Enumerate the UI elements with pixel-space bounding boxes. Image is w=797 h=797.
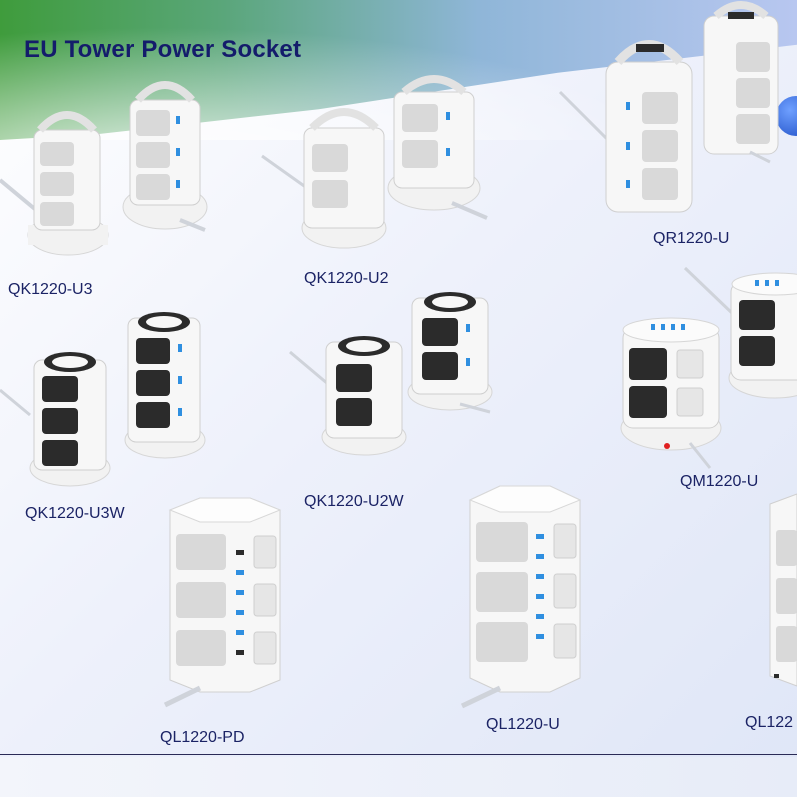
product-image-qk1220-u2w xyxy=(289,292,493,456)
product-label: QL1220-PD xyxy=(160,729,245,746)
page-title: EU Tower Power Socket xyxy=(24,36,302,63)
product-label: QR1220-U xyxy=(653,230,730,247)
footer-divider xyxy=(0,754,797,755)
product-image-qk1220-u3 xyxy=(0,81,208,256)
product-image-qm1220-u xyxy=(620,266,797,469)
product-label: QK1220-U3 xyxy=(8,281,93,298)
product-label: QL1220-U xyxy=(486,716,560,733)
product-image-ql1220-u xyxy=(460,485,582,709)
product-label: QK1220-U2W xyxy=(304,493,404,510)
product-image-qr1220-u xyxy=(558,1,779,213)
product-label: QL122 xyxy=(745,714,794,731)
product-image-ql122 xyxy=(769,493,797,687)
product-label: QK1220-U3W xyxy=(25,505,125,522)
product-image-qk1220-u3w xyxy=(0,312,206,487)
product-label: QK1220-U2 xyxy=(304,270,389,287)
product-image-ql1220-pd xyxy=(163,497,282,708)
product-image-qk1220-u2 xyxy=(261,75,488,249)
decorative-blue-dot xyxy=(776,96,797,136)
footer-bar xyxy=(0,757,797,797)
product-label: QM1220-U xyxy=(680,473,759,490)
